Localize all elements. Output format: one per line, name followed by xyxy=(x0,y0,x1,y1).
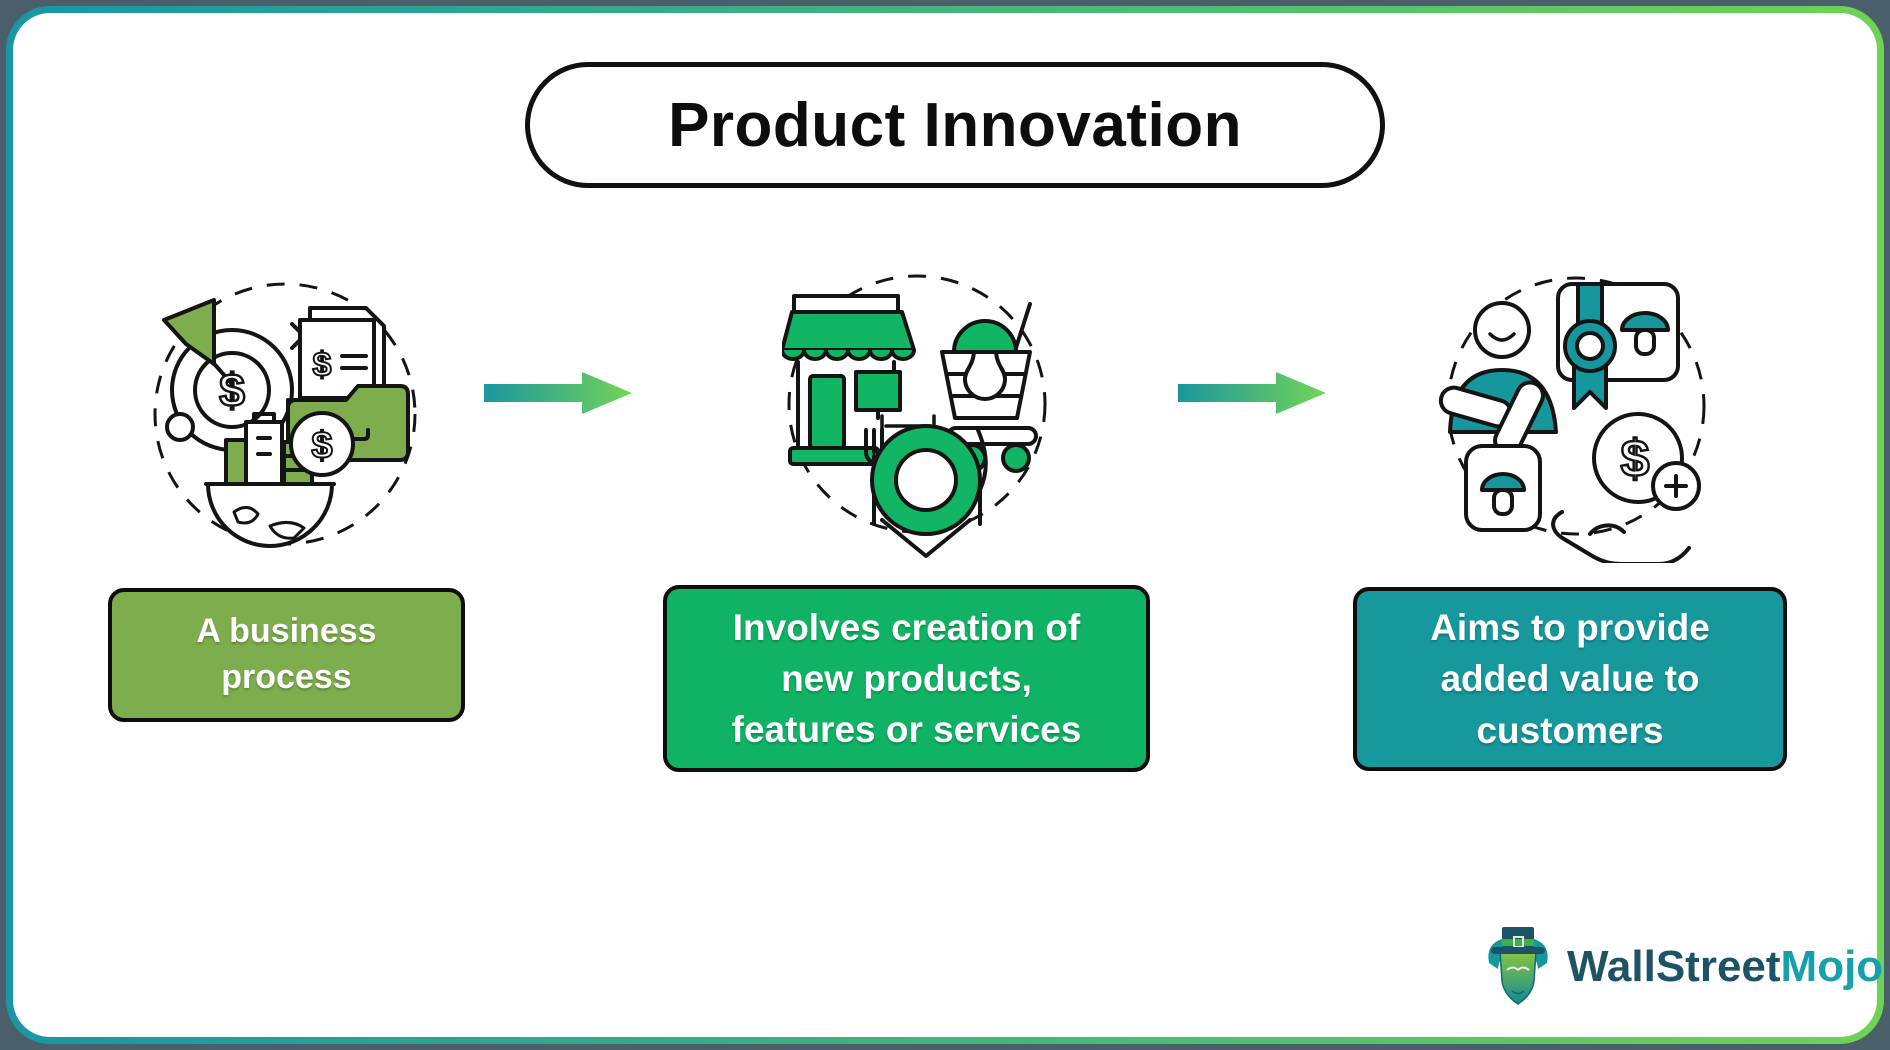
step-3-icon-wrap: $ xyxy=(1438,268,1714,566)
title-pill: Product Innovation xyxy=(525,62,1385,188)
svg-text:$: $ xyxy=(219,364,245,416)
flow-arrow-2 xyxy=(1178,372,1326,414)
added-value-icon: $ xyxy=(1438,276,1706,566)
step-2-icon-wrap xyxy=(780,268,1052,560)
svg-text:$: $ xyxy=(311,425,332,467)
new-products-icon xyxy=(780,274,1047,558)
flow-arrow-1 xyxy=(484,372,632,414)
svg-text:$: $ xyxy=(313,346,332,384)
step-box-new-products: Involves creation of new products, featu… xyxy=(663,585,1150,772)
logo-wordmark: WallStreetMojo xyxy=(1567,942,1883,992)
business-process-icon: $ $ $ xyxy=(153,282,417,548)
wallstreetmojo-logo: WallStreetMojo xyxy=(1483,922,1883,1012)
page-title: Product Innovation xyxy=(668,90,1242,160)
step-box-business-process: A business process xyxy=(108,588,465,722)
step-box-added-value: Aims to provide added value to customers xyxy=(1353,587,1787,771)
step-1-icon-wrap: $ $ $ xyxy=(150,272,420,557)
svg-text:$: $ xyxy=(1621,430,1650,488)
logo-text-mojo: Mojo xyxy=(1780,942,1884,991)
logo-text-wallstreet: WallStreet xyxy=(1567,942,1781,991)
bull-mascot-icon xyxy=(1488,926,1548,1005)
